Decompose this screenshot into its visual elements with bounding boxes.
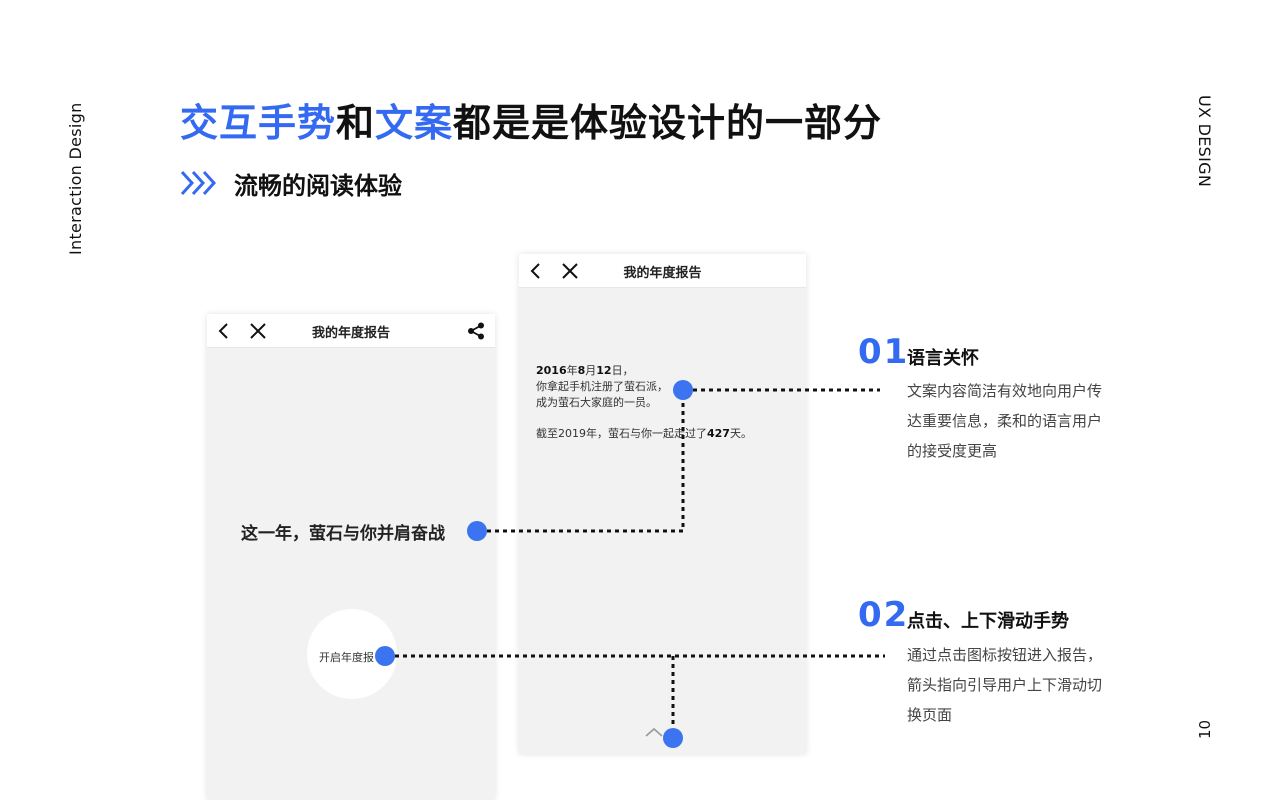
share-icon[interactable] <box>467 322 485 340</box>
date-month: 8 <box>577 364 586 377</box>
phone1-nav-bar: 我的年度报告 <box>207 314 495 348</box>
year-callout: 这一年，萤石与你并肩奋战 <box>241 524 445 544</box>
marker-dot-callout <box>467 521 487 541</box>
title-part-gesture: 交互手势 <box>180 101 337 145</box>
feature-title-2: 点击、上下滑动手势 <box>907 611 1069 632</box>
phone2-title: 我的年度报告 <box>623 266 702 281</box>
phone1-title: 我的年度报告 <box>311 326 390 341</box>
subtitle-text: 流畅的阅读体验 <box>234 171 402 200</box>
date-year: 2016 <box>536 364 567 377</box>
date-year-unit: 年 <box>566 364 578 377</box>
report-line-register: 你拿起手机注册了萤石派， <box>536 380 668 393</box>
page-title: 交互手势和文案都是是体验设计的一部分 <box>180 92 882 147</box>
start-report-label: 开启年度报 <box>319 651 374 664</box>
feature-number-1: 01 <box>858 332 910 372</box>
title-part-and: 和 <box>336 101 376 145</box>
date-month-unit: 月 <box>585 364 597 377</box>
back-icon[interactable] <box>527 262 545 280</box>
days-prefix: 截至2019年，萤石与你一起走过了 <box>536 427 707 440</box>
phone-mockup-report: 我的年度报告 2016年8月12日， 你拿起手机注册了萤石派， 成为萤石大家庭的… <box>519 254 806 754</box>
days-count: 427 <box>707 427 730 440</box>
report-line-days: 截至2019年，萤石与你一起走过了427天。 <box>536 426 752 442</box>
marker-dot-start <box>375 646 395 666</box>
report-line-member: 成为萤石大家庭的一员。 <box>536 396 657 409</box>
back-icon[interactable] <box>215 322 233 340</box>
marker-dot-copy <box>673 380 693 400</box>
title-part-rest: 都是是体验设计的一部分 <box>453 101 883 145</box>
close-icon[interactable] <box>249 322 267 340</box>
section-subtitle: 流畅的阅读体验 <box>180 166 402 200</box>
feature-number-2: 02 <box>858 595 910 635</box>
phone2-nav-bar: 我的年度报告 <box>519 254 806 288</box>
report-line-date: 2016年8月12日， <box>536 363 634 379</box>
marker-dot-scroll <box>663 728 683 748</box>
triple-chevron-icon <box>180 170 217 196</box>
title-part-copy: 文案 <box>375 101 454 145</box>
close-icon[interactable] <box>561 262 579 280</box>
phone-mockup-cover: 我的年度报告 开启年度报 <box>207 314 495 800</box>
feature-desc-1: 文案内容简洁有效地向用户传达重要信息，柔和的语言用户的接受度更高 <box>907 382 1103 460</box>
days-suffix: 天。 <box>729 427 752 440</box>
date-day-unit: 日， <box>611 364 634 377</box>
feature-title-1: 语言关怀 <box>907 348 979 369</box>
chevron-up-icon[interactable] <box>644 726 664 738</box>
date-day: 12 <box>596 364 612 377</box>
feature-desc-2: 通过点击图标按钮进入报告，箭头指向引导用户上下滑动切换页面 <box>907 646 1103 724</box>
